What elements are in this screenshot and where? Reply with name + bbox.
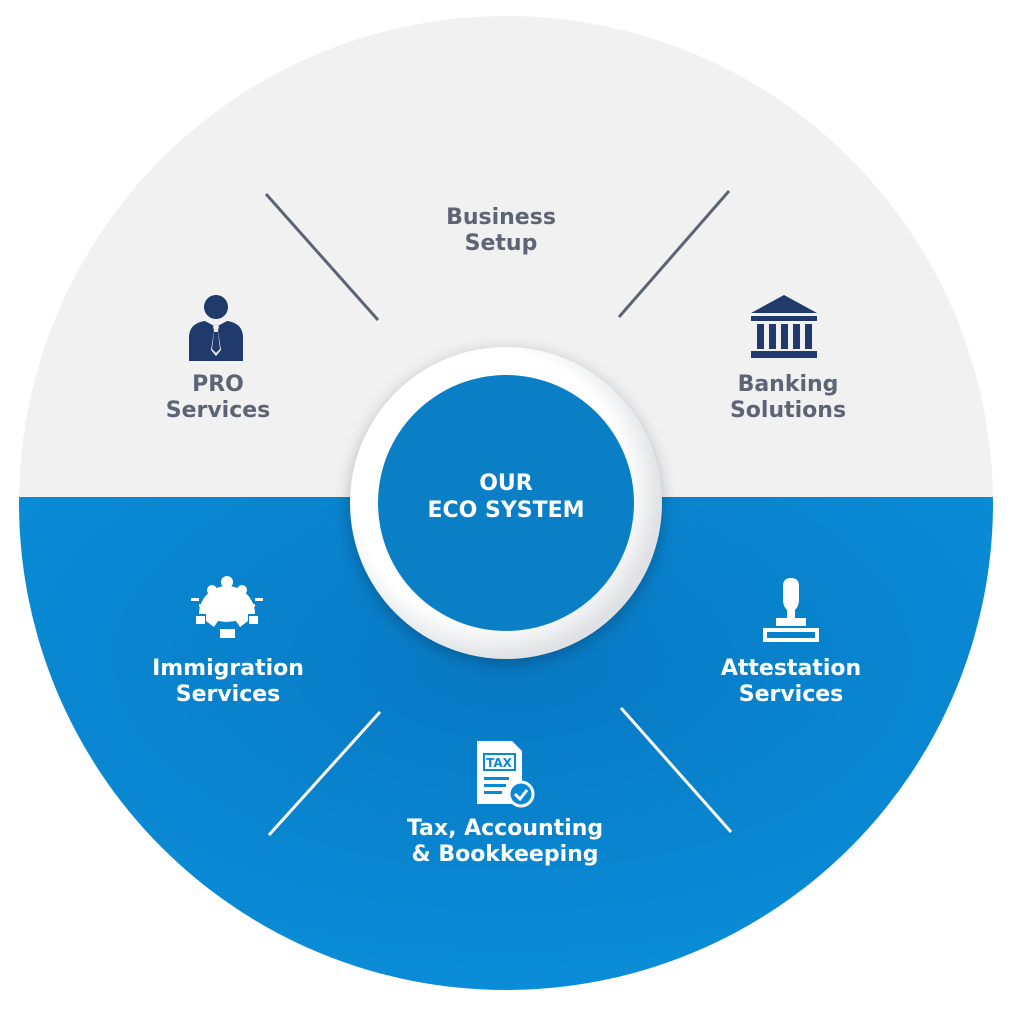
center-circle — [378, 375, 634, 631]
label-tax-accounting: Tax, Accounting& Bookkeeping — [406, 816, 604, 867]
divider-top-left — [264, 193, 380, 321]
divider-bottom-right — [619, 707, 733, 833]
divider-top-right — [617, 190, 731, 318]
svg-text:TAX: TAX — [486, 756, 513, 770]
bank-icon — [751, 295, 817, 358]
businessman-icon — [189, 295, 243, 361]
stamp-icon — [763, 578, 819, 642]
tax-document-icon: TAX — [477, 741, 535, 808]
divider-bottom-left — [267, 710, 382, 837]
people-gear-icon — [191, 576, 263, 638]
